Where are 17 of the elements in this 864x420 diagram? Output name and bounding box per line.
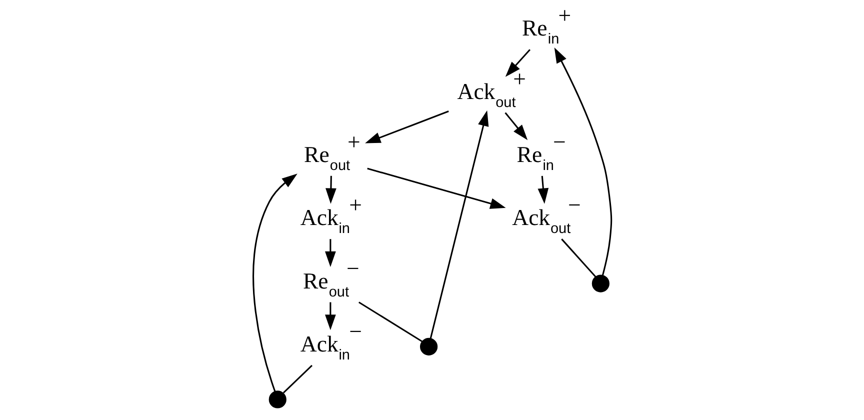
arrow (366, 168, 506, 209)
connector (560, 238, 596, 278)
arrow (429, 110, 488, 339)
node-circle (268, 390, 286, 408)
arrow (537, 176, 548, 204)
arrow (504, 49, 530, 77)
arrow (364, 110, 448, 144)
arrow (324, 302, 336, 330)
arrow (504, 112, 528, 140)
connector (282, 364, 312, 394)
arrow (554, 47, 612, 276)
connector (358, 302, 422, 342)
node-circle (591, 274, 609, 292)
node-circle (420, 338, 438, 356)
arrow (325, 176, 336, 204)
arrow (324, 239, 336, 267)
arrow (252, 174, 297, 392)
